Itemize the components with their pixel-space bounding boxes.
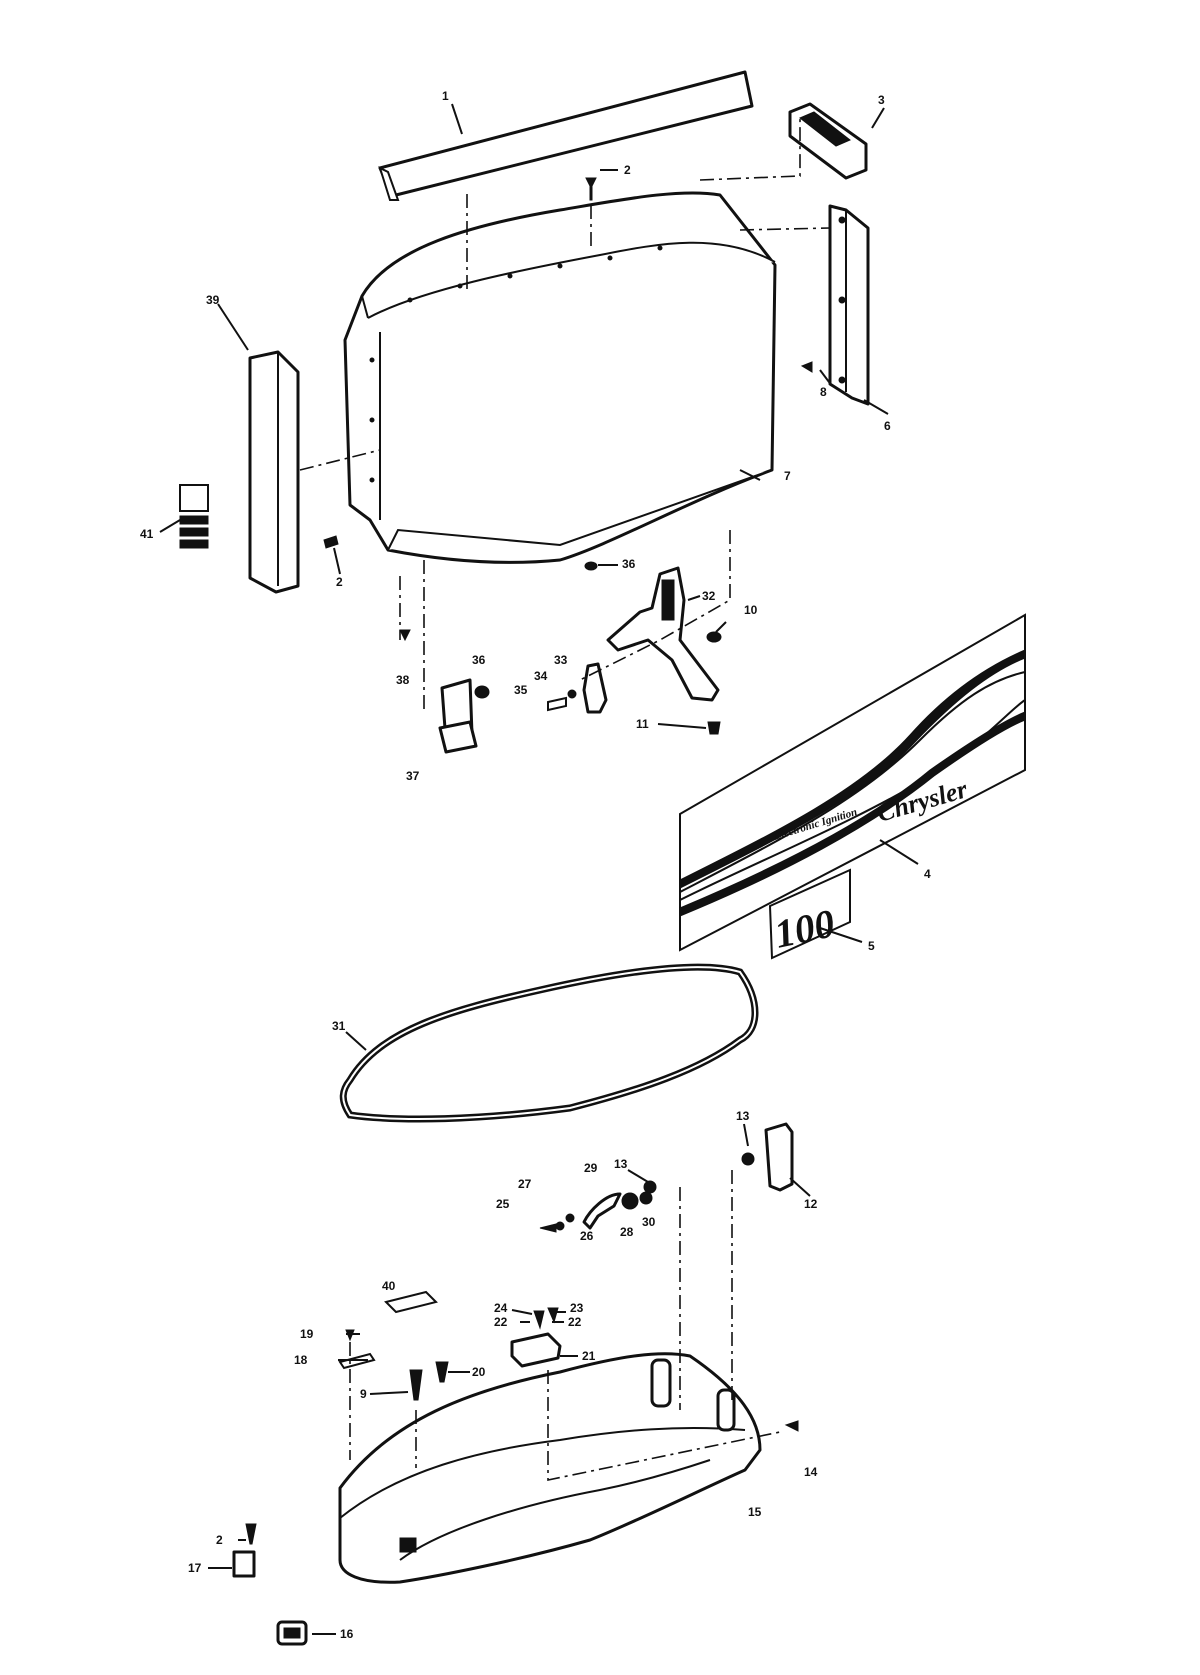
callout-11: 11 xyxy=(636,717,649,731)
callout-34: 34 xyxy=(534,669,548,683)
callout-40: 40 xyxy=(382,1279,396,1293)
callout-6: 6 xyxy=(884,419,891,433)
callout-7: 7 xyxy=(784,469,791,483)
callout-27: 27 xyxy=(518,1177,532,1191)
part-33-latch-lever xyxy=(582,662,608,714)
callout-4: 4 xyxy=(924,867,931,881)
callout-21: 21 xyxy=(582,1349,596,1363)
callout-22: 22 xyxy=(568,1315,582,1329)
part-37-bracket xyxy=(438,678,478,754)
callout-19: 19 xyxy=(300,1327,314,1341)
part-39-side-panel xyxy=(248,350,300,594)
callout-14: 14 xyxy=(804,1465,818,1479)
part-21-latch-plate xyxy=(510,1332,562,1368)
callout-1: 1 xyxy=(442,89,449,103)
part-28-30-latch-hook xyxy=(582,1191,653,1230)
callout-labels: 1 2 3 4 5 6 7 8 9 10 11 12 13 13 14 15 1… xyxy=(140,89,931,1641)
part-15-lower-pan xyxy=(338,1352,762,1584)
callout-24: 24 xyxy=(494,1301,508,1315)
callout-39: 39 xyxy=(206,293,220,307)
callout-25: 25 xyxy=(496,1197,510,1211)
callout-2: 2 xyxy=(336,575,343,589)
callout-9: 9 xyxy=(360,1387,367,1401)
callout-13: 13 xyxy=(614,1157,628,1171)
part-12-handle xyxy=(764,1122,794,1192)
callout-28: 28 xyxy=(620,1225,634,1239)
callout-35: 35 xyxy=(514,683,528,697)
callout-5: 5 xyxy=(868,939,875,953)
part-4-side-decal: Chrysler Electronic Ignition xyxy=(679,613,1026,952)
part-31-seal xyxy=(339,963,759,1123)
part-16-grommet xyxy=(276,1620,308,1646)
callout-13: 13 xyxy=(736,1109,750,1123)
callout-36: 36 xyxy=(472,653,486,667)
callout-29: 29 xyxy=(584,1161,598,1175)
callout-41: 41 xyxy=(140,527,154,541)
callout-17: 17 xyxy=(188,1561,202,1575)
part-41-label xyxy=(179,484,209,549)
callout-10: 10 xyxy=(744,603,758,617)
callout-18: 18 xyxy=(294,1353,308,1367)
callout-31: 31 xyxy=(332,1019,346,1033)
callout-20: 20 xyxy=(472,1365,486,1379)
callout-3: 3 xyxy=(878,93,885,107)
callout-8: 8 xyxy=(820,385,827,399)
callout-36: 36 xyxy=(622,557,636,571)
part-32-latch-bracket xyxy=(606,566,720,702)
assembly-lines xyxy=(299,116,831,1481)
callout-38: 38 xyxy=(396,673,410,687)
callout-32: 32 xyxy=(702,589,716,603)
part-5-model-decal: 100 xyxy=(768,868,851,960)
callout-15: 15 xyxy=(748,1505,762,1519)
part-3-rear-grip xyxy=(788,102,868,180)
part-1-top-trim xyxy=(378,70,754,201)
callout-23: 23 xyxy=(570,1301,584,1315)
leader-lines xyxy=(159,103,919,1635)
part-17-clip xyxy=(232,1550,256,1578)
callout-22: 22 xyxy=(494,1315,508,1329)
callout-16: 16 xyxy=(340,1627,354,1641)
part-40-plate xyxy=(384,1290,438,1314)
callout-26: 26 xyxy=(580,1229,594,1243)
callout-30: 30 xyxy=(642,1215,656,1229)
part-7-engine-cover xyxy=(343,191,777,564)
callout-33: 33 xyxy=(554,653,568,667)
part-6-side-rail xyxy=(828,204,870,406)
callout-37: 37 xyxy=(406,769,420,783)
part-34-35-pin xyxy=(547,689,577,712)
callout-12: 12 xyxy=(804,1197,818,1211)
callout-2: 2 xyxy=(216,1533,223,1547)
callout-2: 2 xyxy=(624,163,631,177)
